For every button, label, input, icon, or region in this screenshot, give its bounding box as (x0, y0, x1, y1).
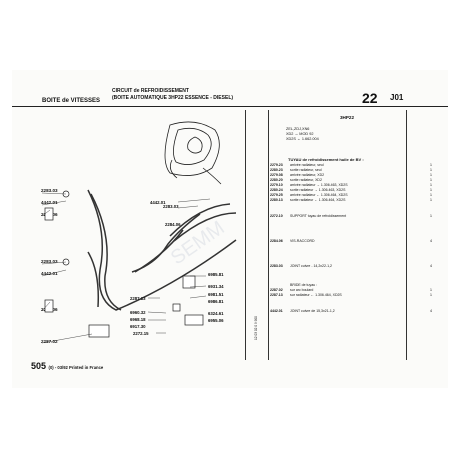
part-description: arrivée radiateur → 1.306.463, XD2S (290, 183, 348, 187)
circuit-line-2: (BOITE AUTOMATIQUE 3HP22 ESSENCE - DIESE… (112, 95, 234, 101)
left-center-divider (245, 110, 246, 360)
part-description: sortie radiateur ← 1.306.464, XD2S (290, 198, 346, 202)
diagram-label: 6981.51 (208, 292, 224, 297)
diagram-label: 6968.18 (130, 317, 146, 322)
left-label: 2283.03 (41, 259, 58, 264)
part-number: 2279.08 (270, 173, 283, 177)
diagram-label: 6960.32 (130, 310, 146, 315)
part-description: sortie radiateur, seul (290, 168, 322, 172)
part-description: BRIDE de tuyau : (290, 283, 318, 287)
part-number: 2283.03 (270, 264, 283, 268)
part-number: 2284.06 (270, 239, 283, 243)
part-quantity: 4 (430, 239, 432, 243)
diagram-label: 6985.81 (208, 272, 224, 277)
part-quantity: 1 (430, 183, 432, 187)
part-number: 2280.13 (270, 198, 283, 202)
leader-lines (41, 192, 211, 344)
part-number: 2280.24 (270, 188, 283, 192)
part-description: arrivée radiateur, XD2 (290, 173, 325, 177)
part-quantity: 1 (430, 214, 432, 218)
diagram-label: 2287.13 (130, 296, 146, 301)
vertical-stamp: 12 03 02 0 9 900 (253, 316, 258, 340)
section-title: BOITE de VITESSES (42, 98, 101, 104)
part-number: 2279.25 (270, 193, 283, 197)
part-description: arrivée radiateur ← 1.306.464, XD2S (290, 193, 348, 197)
part-description: JOINT cuivre de 15,3x21-1,2 (290, 309, 335, 313)
code-line-2: XD2 → MOD 92 (286, 132, 314, 136)
part-number: 2287.13 (270, 293, 283, 297)
header-divider (12, 106, 448, 107)
diagram-label: 6931.34 (208, 284, 224, 289)
left-label: 4442.01 (41, 271, 58, 276)
left-label: 4442.01 (41, 200, 58, 205)
part-description: JOINT cuivre - 14,2x22-1,2 (290, 264, 332, 268)
part-quantity: 1 (430, 293, 432, 297)
part-quantity: 1 (430, 193, 432, 197)
part-number: 2280.20 (270, 178, 283, 182)
model-codes: ZEL,ZDJ,XN6 XD2 → MOD 92 XD2S ← 1.662.00… (286, 127, 319, 142)
part-description: sortie radiateur, XD2 (290, 178, 322, 182)
part-number: 2272.10 (270, 214, 283, 218)
footer: 505 (0) - 03/92 Printed in France (31, 361, 103, 371)
right-center-divider (268, 110, 269, 360)
part-quantity: 4 (430, 309, 432, 313)
part-description: sur arc boulard (290, 288, 314, 292)
part-number: 2279.23 (270, 163, 283, 167)
circuit-line-1: CIRCUIT de REFROIDISSEMENT (112, 88, 189, 94)
part-number: 2287.02 (270, 288, 283, 292)
part-description: arrivée radiateur, seul (290, 163, 324, 167)
page-code: J01 (390, 93, 404, 102)
part-quantity: 1 (430, 168, 432, 172)
part-quantity: 1 (430, 163, 432, 167)
model-label: 3HP22 (340, 115, 355, 120)
code-line-1: ZEL,ZDJ,XN6 (286, 127, 310, 131)
part-quantity: 1 (430, 178, 432, 182)
part-quantity: 1 (430, 198, 432, 202)
part-quantity: 1 (430, 188, 432, 192)
pipe-lines (87, 189, 237, 311)
part-number: 2279.10 (270, 183, 283, 187)
diagram-label: 2283.03 (163, 204, 179, 209)
diagram-label: 2284.06 (165, 222, 181, 227)
code-line-3: XD2S ← 1.662.004 (286, 137, 319, 141)
part-description: SUPPORT tuyau de refroidissement (290, 214, 347, 218)
part-number: 2280.23 (270, 168, 283, 172)
circuit-title: CIRCUIT de REFROIDISSEMENT (BOITE AUTOMA… (112, 88, 233, 102)
diagram-label: 6986.81 (208, 299, 224, 304)
part-description: sortie radiateur → 1.306.463, XD2S (290, 188, 346, 192)
part-description: VIS-RACCORD (290, 239, 315, 243)
page-number: 22 (362, 90, 378, 106)
footer-page-number: 505 (31, 361, 47, 371)
diagram-label: 2272.15 (133, 331, 149, 336)
diagram-label: 6324.61 (208, 311, 224, 316)
diagram-label: 6955.06 (208, 318, 224, 323)
part-description: sur radiateur ← 1.306.464, XD2S (290, 293, 342, 297)
diagram-label: 4442.01 (150, 200, 166, 205)
footer-print-info: (0) - 03/92 Printed in France (48, 365, 104, 370)
part-quantity: 1 (430, 173, 432, 177)
gearbox-drawing (164, 121, 222, 185)
part-number: 4442.01 (270, 309, 283, 313)
part-quantity: 4 (430, 264, 432, 268)
pipe-title: TUYAU de refroidissement huile de BV : (288, 157, 364, 162)
left-label: 2283.03 (41, 188, 58, 193)
document-page (12, 70, 448, 388)
diagram-label: 6917.30 (130, 324, 146, 329)
quantity-divider (406, 110, 407, 360)
part-quantity: 1 (430, 288, 432, 292)
